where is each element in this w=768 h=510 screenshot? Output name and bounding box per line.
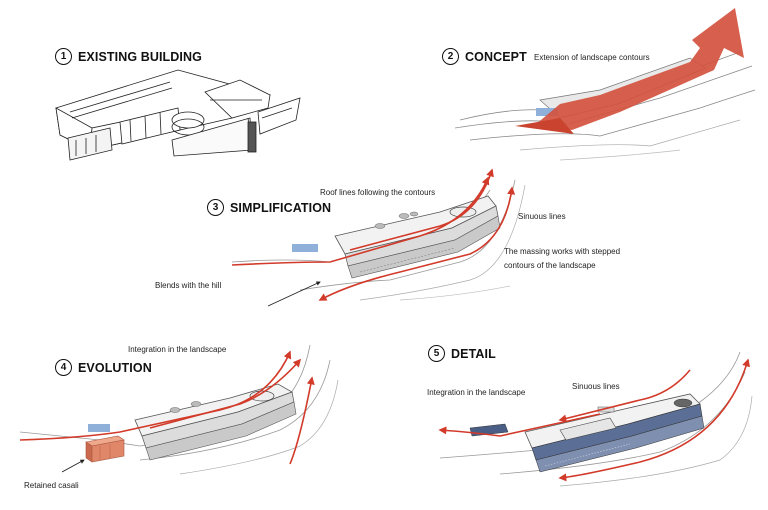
retained-casali-block	[85, 435, 125, 463]
step-2-number: 2	[442, 48, 459, 65]
casali-pointer	[61, 459, 85, 473]
annotation-sinuous-lines-3: Sinuous lines	[518, 212, 566, 221]
concept-contour-arrow	[535, 8, 744, 130]
annotation-integration-4: Integration in the landscape	[128, 345, 227, 354]
concept-sketch	[454, 8, 756, 161]
step-5-heading: 5 DETAIL	[428, 345, 496, 362]
simplification-sketch	[231, 168, 526, 307]
step-1-heading: 1 EXISTING BUILDING	[55, 48, 202, 65]
annotation-sinuous-lines-5: Sinuous lines	[572, 382, 620, 391]
step-4-number: 4	[55, 359, 72, 376]
step-1-title: EXISTING BUILDING	[78, 49, 202, 64]
step-1-number: 1	[55, 48, 72, 65]
evolution-sketch	[19, 344, 339, 475]
annotation-retained-casali: Retained casali	[24, 481, 79, 490]
existing-building-sketch	[55, 69, 301, 161]
step-3-heading: 3 SIMPLIFICATION	[207, 199, 331, 216]
step-5-number: 5	[428, 345, 445, 362]
step-2-heading: 2 CONCEPT	[442, 48, 527, 65]
step-4-heading: 4 EVOLUTION	[55, 359, 152, 376]
annotation-roof-lines: Roof lines following the contours	[320, 188, 436, 197]
step-3-number: 3	[207, 199, 224, 216]
step-5-title: DETAIL	[451, 346, 496, 361]
annotation-massing: The massing works with stepped contours …	[504, 247, 621, 270]
step-2-title: CONCEPT	[465, 49, 527, 64]
step-3-title: SIMPLIFICATION	[230, 200, 332, 215]
annotation-landscape-contours: Extension of landscape contours	[534, 53, 650, 62]
detail-sketch	[438, 351, 753, 487]
blends-pointer	[267, 281, 321, 307]
annotation-blends-with-hill: Blends with the hill	[155, 281, 222, 290]
step-4-title: EVOLUTION	[78, 360, 152, 375]
annotation-integration-5: Integration in the landscape	[427, 388, 526, 397]
